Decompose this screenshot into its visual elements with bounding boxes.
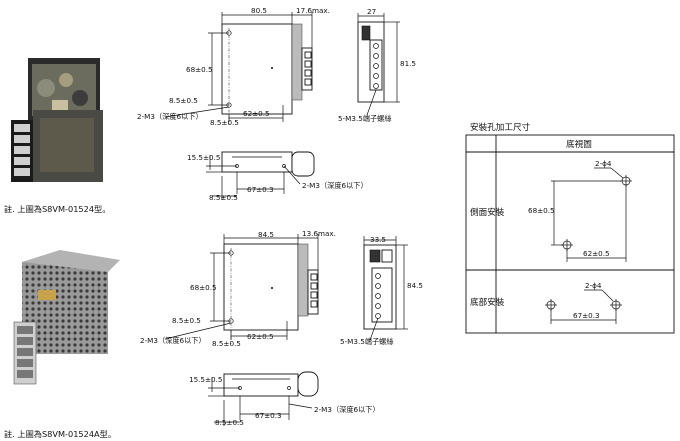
unit2-width-label: 84.5: [258, 230, 274, 239]
unit1-left-offset-label: 8.5±0.5: [210, 118, 239, 127]
unit1-hole-pitch-label: 62±0.5: [243, 109, 270, 118]
unit2-front-view: [164, 234, 319, 344]
product-photo-1: [11, 58, 103, 182]
holes-col-header: 底視圖: [566, 138, 592, 150]
unit2-side-bottom-offset-label: 8.5±0.5: [215, 418, 244, 427]
unit1-terminal-label: 5-M3.5端子螺絲: [338, 114, 392, 123]
unit1-caption: 註. 上圖為S8VM-01524型。: [4, 204, 110, 214]
unit1-side-width-label: 27: [367, 7, 376, 16]
unit1-side-mount-screw-label: 2-M3（深度6以下）: [302, 181, 368, 190]
holes-row1-hole-label: 2-ϕ4: [595, 159, 612, 168]
unit1-depth-label: 17.6max.: [296, 6, 330, 15]
unit1-side-view: [357, 13, 400, 116]
unit2-bottom-view: [208, 371, 319, 426]
unit1-width-label: 80.5: [251, 6, 267, 15]
unit2-left-offset-label: 8.5±0.5: [212, 339, 241, 348]
unit2-side-mount-screw-label: 2-M3（深度6以下）: [314, 405, 380, 414]
holes-row2-hole-label: 2-ϕ4: [585, 281, 602, 290]
unit1-mount-screw-label: 2-M3（深度6以下）: [137, 112, 203, 121]
holes-title: 安裝孔加工尺寸: [470, 121, 531, 133]
unit1-side-height-label: 81.5: [400, 59, 416, 68]
unit1-height-label: 68±0.5: [186, 65, 213, 74]
unit2-terminal-label: 5-M3.5端子螺絲: [340, 337, 394, 346]
holes-table: [465, 134, 675, 334]
unit2-side-hole-pitch-label: 67±0.3: [255, 411, 282, 420]
unit1-front-view: [164, 12, 313, 125]
unit1-side-hole-height-label: 15.5±0.5: [187, 153, 220, 162]
unit2-depth-label: 13.6max.: [302, 229, 336, 238]
unit2-height-label: 68±0.5: [190, 283, 217, 292]
unit2-side-height-label: 84.5: [407, 281, 423, 290]
holes-row2-pitch-label: 67±0.3: [573, 311, 600, 320]
holes-row2-label: 底部安裝: [470, 296, 505, 308]
unit2-bottom-offset-label: 8.5±0.5: [172, 316, 201, 325]
product-photo-2: [13, 250, 120, 385]
unit2-side-hole-height-label: 15.5±0.5: [189, 375, 222, 384]
unit1-side-bottom-offset-label: 8.5±0.5: [209, 193, 238, 202]
unit1-bottom-view: [206, 151, 315, 200]
holes-row1-height-label: 68±0.5: [528, 206, 555, 215]
unit2-side-width-label: 33.5: [370, 235, 386, 244]
holes-row1-label: 側面安裝: [470, 206, 505, 218]
unit2-hole-pitch-label: 62±0.5: [247, 332, 274, 341]
unit2-side-view: [363, 236, 408, 341]
unit1-bottom-offset-label: 8.5±0.5: [169, 96, 198, 105]
holes-row1-pitch-label: 62±0.5: [583, 249, 610, 258]
unit2-mount-screw-label: 2-M3（深度6以下）: [140, 336, 206, 345]
unit1-side-hole-pitch-label: 67±0.3: [247, 185, 274, 194]
unit2-caption: 註. 上圖為S8VM-01524A型。: [4, 429, 116, 439]
